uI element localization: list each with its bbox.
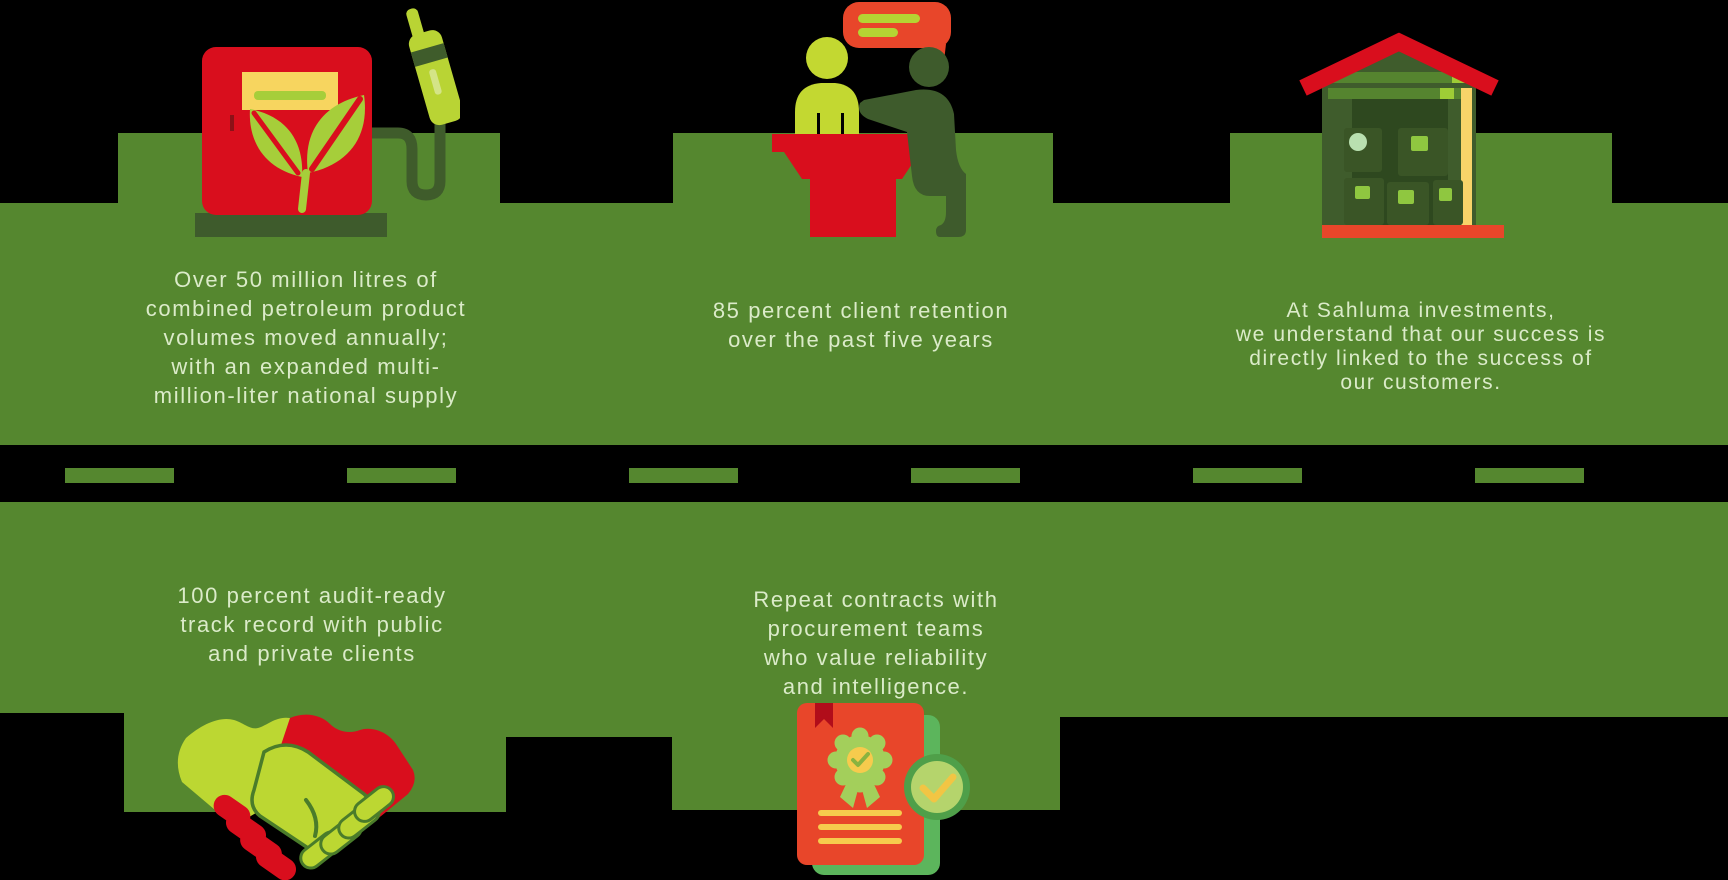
road-dash-5 [1193, 468, 1302, 483]
eco-fuel-pump-icon [195, 8, 460, 237]
caption-sahluma-success: At Sahluma investments, we understand th… [1235, 299, 1607, 394]
caption-client-retention: 85 percent client retention over the pas… [712, 298, 1010, 352]
certificate-icon [797, 703, 970, 875]
bottom-band-middle [506, 502, 672, 737]
bottom-band-right [1060, 502, 1728, 717]
client-meeting-icon [772, 2, 966, 237]
road-dash-3 [629, 468, 738, 483]
warehouse-icon [1299, 32, 1504, 238]
road-dash-4 [911, 468, 1020, 483]
road-dash-2 [347, 468, 456, 483]
caption-audit-ready: 100 percent audit-ready track record wit… [177, 583, 447, 666]
road-dash-6 [1475, 468, 1584, 483]
bottom-band-left [0, 502, 124, 713]
top-band [0, 203, 1728, 445]
road-dash-1 [65, 468, 174, 483]
handshake-icon [177, 714, 415, 880]
caption-repeat-contracts: Repeat contracts with procurement teams … [753, 587, 999, 699]
caption-petroleum-volumes: Over 50 million litres of combined petro… [145, 267, 467, 408]
